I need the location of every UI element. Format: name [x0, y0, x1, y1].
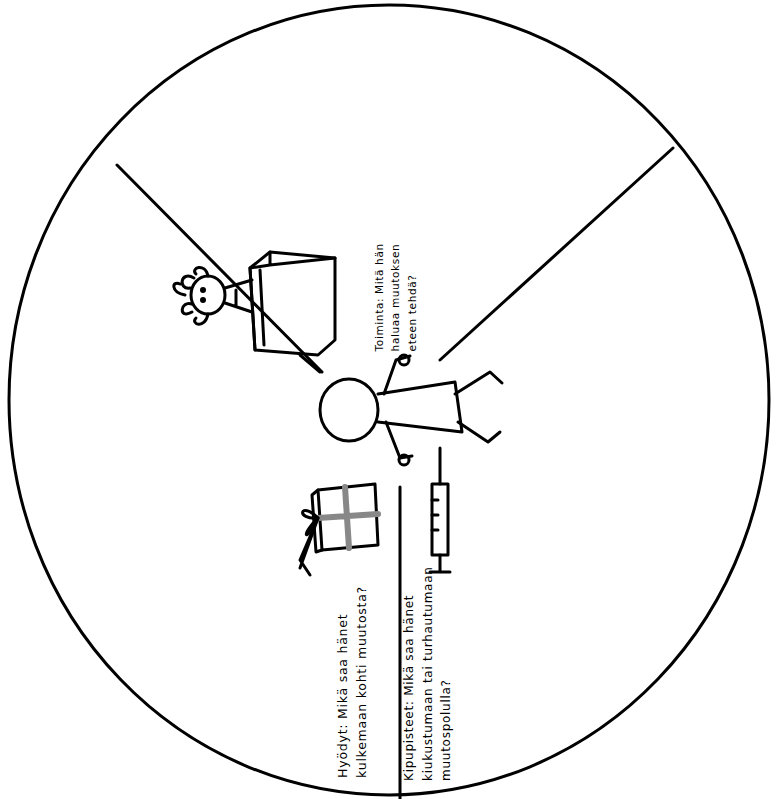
stick-figure [320, 355, 502, 465]
sector-question: Hyödyt: Mikä saa hänet kulkemaan kohti m… [333, 552, 372, 777]
desk-figure [174, 252, 335, 372]
sector-question: Toiminta: Mitä hän haluaa muutoksen etee… [371, 233, 420, 351]
sector-line [399, 487, 402, 799]
gift-icon [300, 484, 378, 575]
sector-line [440, 148, 673, 360]
sector-question: Kipupisteet: Mikä saa hänet kiukustumaan… [400, 553, 456, 781]
circle-outline [5, 3, 777, 797]
persona-circle: Toiminta: Mitä hän haluaa muutoksen etee… [5, 3, 777, 797]
sector-line [117, 165, 322, 372]
syringe-icon [430, 448, 450, 572]
